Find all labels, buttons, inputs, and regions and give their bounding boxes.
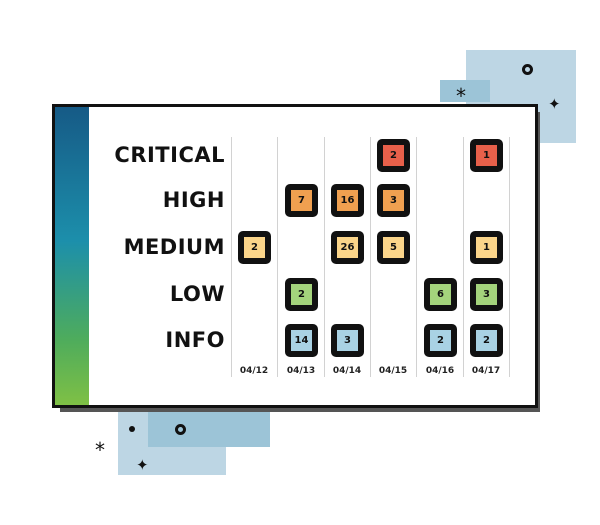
date-label: 04/14 [332, 366, 362, 376]
date-label: 04/17 [471, 366, 501, 376]
grid-column-divider [324, 137, 325, 377]
finding-cell-low[interactable]: 6 [424, 278, 457, 311]
grid-column-divider [370, 137, 371, 377]
grid-column-divider [416, 137, 417, 377]
finding-count: 2 [244, 237, 265, 258]
finding-cell-info[interactable]: 2 [470, 324, 503, 357]
severity-label-high: HIGH [162, 188, 225, 212]
grid-column-divider [463, 137, 464, 377]
finding-cell-high[interactable]: 7 [285, 184, 318, 217]
finding-cell-critical[interactable]: 1 [470, 139, 503, 172]
accent-bar [55, 107, 89, 405]
finding-count: 2 [476, 330, 497, 351]
date-label: 04/16 [425, 366, 455, 376]
finding-count: 5 [383, 237, 404, 258]
finding-count: 1 [476, 145, 497, 166]
finding-count: 14 [291, 330, 312, 351]
finding-cell-high[interactable]: 3 [377, 184, 410, 217]
date-label: 04/15 [378, 366, 408, 376]
decor-dot-icon [129, 426, 135, 432]
finding-cell-medium[interactable]: 2 [238, 231, 271, 264]
finding-count: 3 [337, 330, 358, 351]
grid-column-divider [277, 137, 278, 377]
finding-cell-medium[interactable]: 26 [331, 231, 364, 264]
decor-sparkle-icon: ✦ [548, 95, 561, 113]
decor-sparkle-icon: ✦ [136, 456, 149, 474]
finding-cell-critical[interactable]: 2 [377, 139, 410, 172]
finding-cell-low[interactable]: 2 [285, 278, 318, 311]
finding-count: 26 [337, 237, 358, 258]
finding-count: 6 [430, 284, 451, 305]
finding-count: 1 [476, 237, 497, 258]
finding-cell-info[interactable]: 2 [424, 324, 457, 357]
severity-label-medium: MEDIUM [123, 235, 225, 259]
decor-square [440, 80, 490, 102]
severity-label-critical: CRITICAL [114, 143, 225, 167]
decor-asterisk-icon: * [456, 84, 466, 108]
finding-count: 3 [476, 284, 497, 305]
severity-label-info: INFO [165, 328, 225, 352]
decor-ring-icon [522, 64, 533, 75]
severity-heatmap-window: CRITICAL HIGH MEDIUM LOW INFO 04/12 04/13 04/14… [52, 104, 538, 408]
finding-count: 16 [337, 190, 358, 211]
finding-cell-info[interactable]: 14 [285, 324, 318, 357]
finding-count: 2 [383, 145, 404, 166]
decor-asterisk-icon: * [95, 438, 105, 462]
finding-count: 2 [291, 284, 312, 305]
finding-count: 7 [291, 190, 312, 211]
finding-cell-high[interactable]: 16 [331, 184, 364, 217]
severity-label-low: LOW [169, 282, 225, 306]
date-label: 04/12 [239, 366, 269, 376]
date-label: 04/13 [286, 366, 316, 376]
grid-column-divider [509, 137, 510, 377]
grid-column-divider [231, 137, 232, 377]
finding-count: 3 [383, 190, 404, 211]
finding-cell-low[interactable]: 3 [470, 278, 503, 311]
decor-ring-icon [175, 424, 186, 435]
finding-count: 2 [430, 330, 451, 351]
finding-cell-medium[interactable]: 1 [470, 231, 503, 264]
finding-cell-info[interactable]: 3 [331, 324, 364, 357]
finding-cell-medium[interactable]: 5 [377, 231, 410, 264]
